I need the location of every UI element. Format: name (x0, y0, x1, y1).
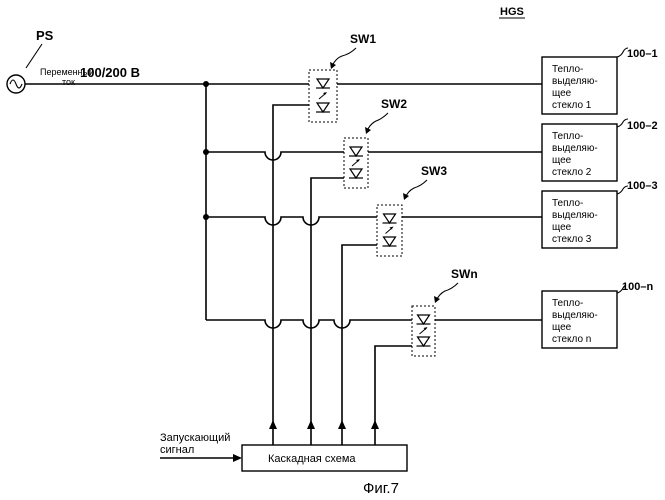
switch-unit-3 (377, 205, 402, 256)
diode-icon (317, 79, 329, 88)
glass-2-line-3: щее (552, 155, 572, 166)
glass-2-ref: 100–2 (627, 120, 658, 132)
glass-1-line-3: щее (552, 88, 572, 99)
switch-leader-3 (405, 180, 427, 198)
glass-3-line-3: щее (552, 222, 572, 233)
trigger-label-line1: Запускающий (160, 432, 230, 444)
diode-icon (384, 237, 396, 246)
diode-icon (350, 147, 362, 156)
switch-units (309, 70, 435, 356)
glass-2-line-2: выделяю- (552, 143, 598, 154)
switch-leader-1 (332, 48, 356, 66)
glass-1-line-2: выделяю- (552, 76, 598, 87)
switch-label-1: SW1 (350, 32, 376, 46)
diode-icon (384, 214, 396, 223)
figure-caption: Фиг.7 (363, 480, 399, 497)
diode-icon (350, 169, 362, 178)
source-ref-leader (26, 44, 42, 68)
hgs-label: HGS (500, 6, 524, 18)
diode-icon (418, 315, 430, 324)
source-voltage: 100/200 В (80, 65, 140, 80)
glass-n-line-2: выделяю- (552, 310, 598, 321)
trigger-label-line2: сигнал (160, 444, 194, 456)
switch-unit-1 (309, 70, 337, 122)
switch-leader-2 (367, 113, 388, 131)
glass-1-ref: 100–1 (627, 48, 658, 60)
glass-n-line-4: стекло n (552, 334, 591, 345)
glass-2-line-1: Тепло- (552, 131, 583, 142)
switch-leader-n (436, 283, 458, 301)
diode-icon (317, 103, 329, 112)
diode-icon (418, 337, 430, 346)
glass-n-line-3: щее (552, 322, 572, 333)
source-type-line2: ток (62, 77, 75, 87)
cascade-circuit-label: Каскадная схема (268, 453, 356, 465)
switch-label-2: SW2 (381, 97, 407, 111)
glass-3-line-2: выделяю- (552, 210, 598, 221)
glass-n-ref: 100–n (622, 281, 653, 293)
switch-unit-4 (412, 306, 435, 356)
glass-3-line-4: стекло 3 (552, 234, 592, 245)
glass-n-line-1: Тепло- (552, 298, 583, 309)
switch-labels: SW1 SW2 SW3 SWn (330, 32, 478, 303)
glass-2-line-4: стекло 2 (552, 167, 592, 178)
switch-label-3: SW3 (421, 164, 447, 178)
glass-1-line-4: стекло 1 (552, 100, 592, 111)
glass-3-ref: 100–3 (627, 180, 658, 192)
glass-3-line-1: Тепло- (552, 198, 583, 209)
switch-label-n: SWn (451, 267, 478, 281)
heating-glasses: Тепло- выделяю- щее стекло 1 100–1 Тепло… (542, 48, 658, 348)
source-ref-label: PS (36, 28, 54, 43)
glass-1-line-1: Тепло- (552, 64, 583, 75)
switch-unit-2 (344, 138, 368, 188)
